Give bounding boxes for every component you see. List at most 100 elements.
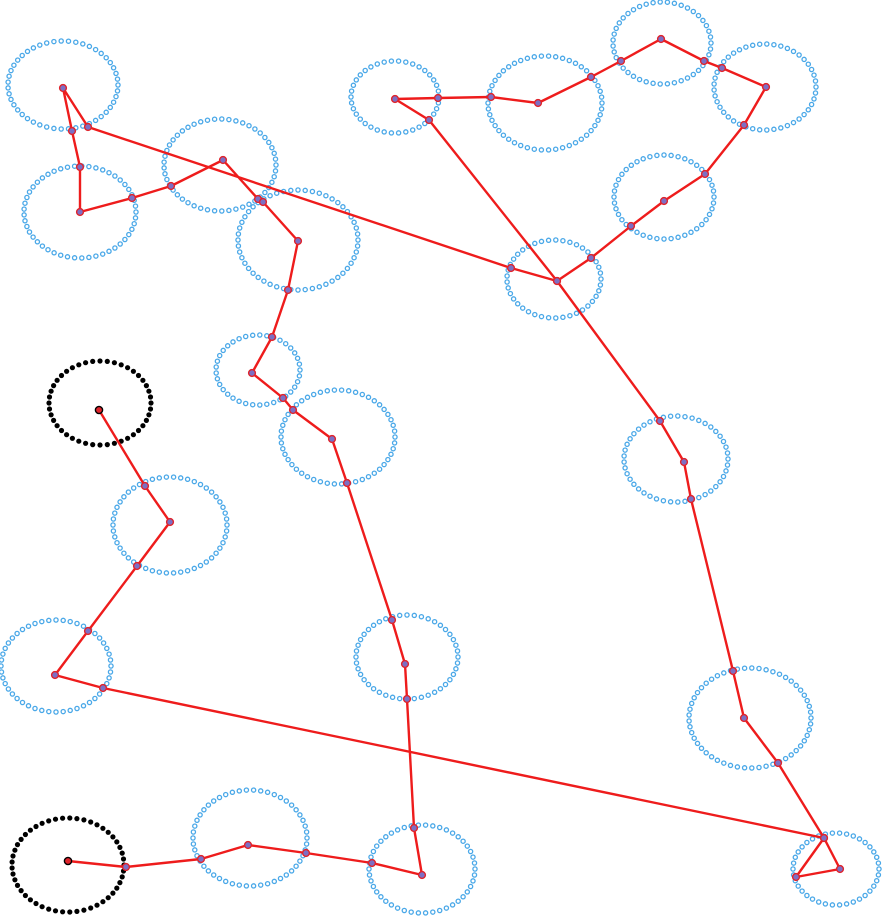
circle-dot bbox=[302, 286, 308, 293]
waypoint-marker bbox=[327, 434, 337, 444]
circle-dot bbox=[246, 201, 252, 208]
circle-dot bbox=[39, 904, 45, 910]
waypoint-marker bbox=[586, 253, 596, 263]
circle-dot bbox=[404, 612, 410, 618]
circle-dot bbox=[351, 254, 357, 261]
circle-dot bbox=[611, 188, 618, 194]
circle-dot bbox=[246, 122, 252, 129]
circle-dot bbox=[277, 337, 283, 343]
circle-dot bbox=[485, 100, 491, 106]
waypoint-marker bbox=[739, 120, 749, 130]
circle-dot bbox=[390, 422, 396, 429]
circle-dot bbox=[114, 76, 121, 82]
circle-dot bbox=[401, 824, 408, 831]
circle-dot bbox=[267, 192, 273, 199]
circle-dot bbox=[470, 878, 476, 884]
circle-dot bbox=[348, 100, 355, 106]
circle-dot bbox=[805, 61, 812, 67]
circle-dot bbox=[213, 550, 219, 556]
circle-dot bbox=[383, 616, 389, 622]
circle-dot bbox=[135, 372, 142, 379]
circle-dot bbox=[876, 866, 882, 872]
circle-dot bbox=[93, 253, 99, 259]
circle-dot bbox=[376, 402, 383, 408]
circle-dot bbox=[205, 802, 212, 808]
circle-dot bbox=[345, 388, 352, 394]
waypoint-marker bbox=[791, 872, 801, 882]
circle-dot bbox=[807, 721, 814, 727]
circle-dot bbox=[611, 31, 617, 37]
circle-dot bbox=[236, 225, 243, 231]
circle-dot bbox=[80, 41, 86, 47]
waypoint-marker bbox=[433, 93, 443, 103]
circle-dot bbox=[388, 830, 395, 836]
circle-dot bbox=[725, 54, 732, 60]
circle-dot bbox=[809, 836, 816, 842]
circle-dot bbox=[552, 146, 559, 152]
circle-dot bbox=[710, 200, 717, 206]
circle-dot bbox=[553, 315, 559, 321]
circle-dot bbox=[51, 383, 57, 389]
circle-dot bbox=[104, 358, 110, 364]
circle-dot bbox=[616, 20, 623, 26]
circle-dot bbox=[706, 211, 713, 218]
circle-dot bbox=[194, 817, 200, 824]
circle-dot bbox=[431, 618, 438, 625]
circle-dot bbox=[203, 485, 210, 491]
circle-dot bbox=[216, 381, 223, 388]
circle-dot bbox=[686, 718, 692, 724]
circle-dot bbox=[76, 362, 82, 368]
circle-dot bbox=[401, 907, 408, 914]
circle-dot bbox=[100, 640, 107, 646]
circle-dot bbox=[285, 456, 291, 463]
circle-dot bbox=[706, 176, 713, 183]
circle-dot bbox=[73, 39, 79, 45]
circle-dot bbox=[12, 847, 18, 853]
circle-dot bbox=[197, 562, 204, 569]
circle-dot bbox=[415, 910, 422, 916]
circle-dot bbox=[743, 44, 749, 50]
circle-dot bbox=[736, 47, 743, 53]
circle-dot bbox=[811, 96, 817, 102]
circle-dot bbox=[271, 878, 278, 885]
circle-dot bbox=[470, 854, 476, 860]
circle-dot bbox=[120, 856, 127, 862]
circle-dot bbox=[365, 394, 372, 401]
circle-dot bbox=[359, 391, 366, 398]
circle-dot bbox=[113, 70, 119, 77]
circle-dot bbox=[293, 466, 300, 472]
circle-dot bbox=[778, 125, 784, 131]
circle-dot bbox=[430, 111, 437, 117]
circle-dot bbox=[394, 827, 401, 833]
circle-dot bbox=[678, 2, 684, 9]
circle-dot bbox=[720, 109, 727, 116]
circle-dot bbox=[713, 483, 719, 490]
circle-dot bbox=[323, 192, 329, 199]
circle-dot bbox=[112, 245, 118, 251]
circle-dot bbox=[714, 672, 721, 679]
circle-dot bbox=[524, 144, 531, 151]
circle-dot bbox=[156, 475, 163, 481]
circle-dot bbox=[229, 789, 236, 796]
circle-dot bbox=[355, 237, 361, 243]
circle-dot bbox=[92, 46, 99, 53]
circle-dot bbox=[329, 196, 335, 202]
circle-dot bbox=[431, 689, 438, 696]
circle-dot bbox=[566, 142, 573, 149]
circle-dot bbox=[517, 142, 524, 149]
waypoint-marker bbox=[533, 98, 543, 108]
circle-dot bbox=[277, 794, 284, 801]
circle-dot bbox=[300, 817, 306, 824]
circle-dot bbox=[624, 470, 630, 477]
circle-dot bbox=[288, 868, 295, 874]
circle-dot bbox=[391, 428, 398, 434]
circle-dot bbox=[682, 498, 688, 505]
circle-dot bbox=[80, 703, 87, 709]
circle-dot bbox=[235, 237, 241, 243]
circle-dot bbox=[236, 335, 242, 342]
circle-dot bbox=[97, 358, 103, 364]
circle-dot bbox=[46, 400, 52, 406]
circle-dot bbox=[287, 345, 294, 351]
circle-dot bbox=[214, 376, 221, 382]
